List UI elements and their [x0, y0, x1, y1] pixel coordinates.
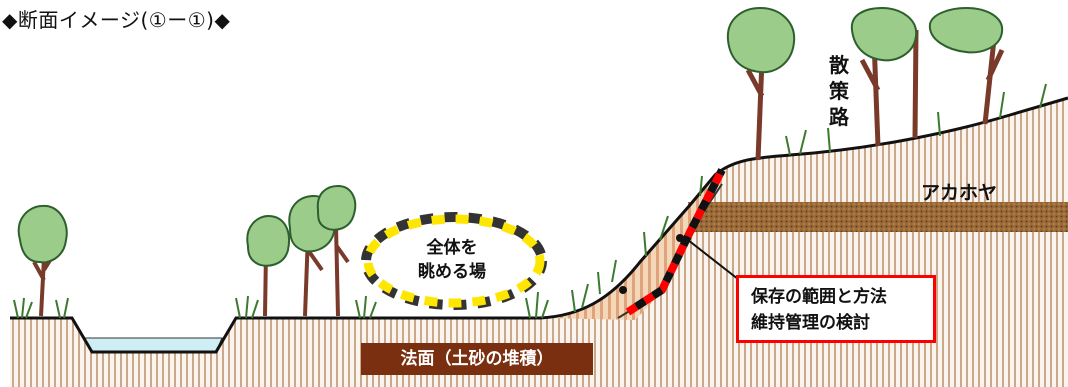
ditch-water: [83, 337, 223, 353]
walking-path-label: 散 策 路: [824, 52, 854, 130]
akahoya-label: アカホヤ: [921, 182, 998, 204]
path-label-char: 策: [829, 79, 849, 103]
scope-label-box: 保存の範囲と方法 維持管理の検討: [736, 275, 936, 343]
path-label-char: 散: [829, 53, 849, 77]
ground-outline: [10, 96, 1068, 354]
viewpoint-dash: [363, 214, 545, 308]
path-label-char: 路: [829, 105, 849, 129]
slope-deposit: [545, 176, 722, 320]
grass: [13, 83, 1047, 319]
akahoya-layer: [688, 202, 1068, 232]
viewpoint-line: 眺める場: [418, 262, 486, 282]
viewpoint-label: 全体を 眺める場: [400, 236, 504, 284]
scope-line: 維持管理の検討: [751, 313, 870, 333]
viewpoint-line: 全体を: [426, 238, 478, 258]
boundary-point: [619, 286, 627, 294]
boundary-dashes-black: [625, 168, 726, 316]
tree-group-center: [246, 184, 357, 317]
tree-left: [17, 204, 68, 317]
boundary-dashes-red: [625, 168, 726, 316]
scope-line: 保存の範囲と方法: [751, 287, 887, 307]
tree-group-top: [726, 6, 1005, 161]
boundary-point: [676, 234, 684, 242]
section-title: ◆断面イメージ(①ー①)◆: [2, 8, 231, 32]
slope-label: 法面（土砂の堆積）: [361, 343, 593, 375]
